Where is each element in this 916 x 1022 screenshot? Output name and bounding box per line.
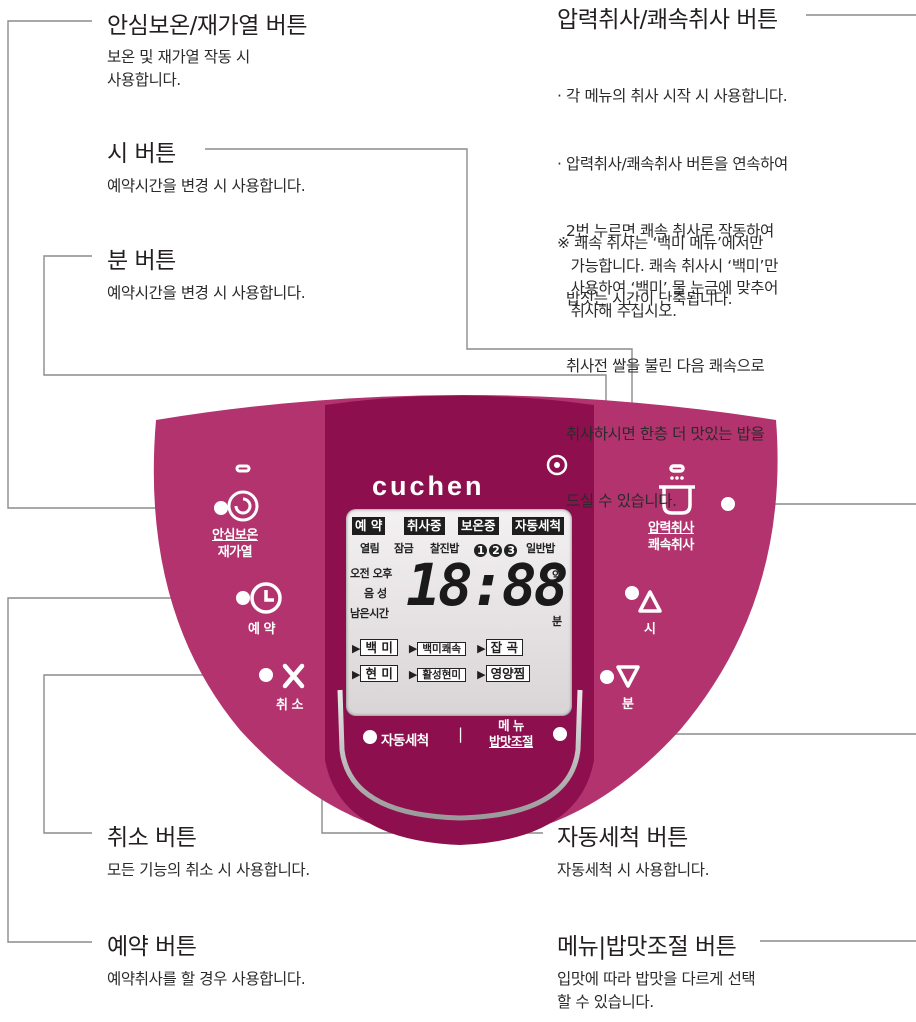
lcd-lock: 잠금	[394, 542, 414, 555]
down-triangle-icon	[616, 665, 640, 688]
cancel-desc-1: 모든 기능의 취소 시 사용합니다.	[107, 861, 310, 879]
panel-bezel	[337, 689, 583, 821]
hour-title: 시 버튼	[107, 141, 176, 167]
pressure-note-3: 사용하여 ‘백미’ 물 눈금에 맞추어	[557, 279, 779, 297]
cancel-title: 취소 버튼	[107, 825, 197, 851]
line-cancel	[43, 674, 266, 834]
taste-2: 2	[489, 544, 503, 557]
line-safe-warm	[7, 20, 220, 509]
autoclean-desc-1: 자동세척 시 사용합니다.	[557, 861, 710, 879]
separator: |	[458, 725, 463, 743]
lcd-sticky: 찰진밥	[430, 542, 459, 555]
lcd-tag-cooking: 취사중	[404, 517, 445, 535]
pressure-desc-2: · 압력취사/쾌속취사 버튼을 연속하여	[557, 154, 788, 173]
safe-warm-title: 안심보온/재가열 버튼	[107, 13, 308, 39]
lcd-remaining: 남은시간	[350, 607, 389, 620]
lcd-normal: 일반밥	[526, 542, 555, 555]
safe-warm-desc: 보온 및 재가열 작동 시 사용합니다.	[107, 46, 250, 91]
lcd-menu-white-fast: 백미쾌속	[417, 642, 467, 656]
safe-warm-label-1: 안심보온	[212, 528, 258, 543]
up-triangle-icon	[638, 590, 662, 613]
lcd-ampm: 오전 오후	[350, 567, 392, 580]
pressure-note-2: 가능합니다. 쾌속 취사시 ‘백미’만	[557, 256, 779, 275]
autoclean-dot	[363, 730, 377, 744]
pressure-title: 압력취사/쾌속취사 버튼	[557, 7, 778, 33]
lcd-menu-steam: 영양찜	[485, 665, 531, 682]
lcd-tag-reserve: 예 약	[352, 517, 386, 535]
brand-flower-icon	[546, 454, 568, 476]
reserve-title: 예약 버튼	[107, 934, 197, 960]
menu-label[interactable]: 메 뉴 밥맛조절	[489, 718, 534, 750]
safe-warm-icon	[227, 464, 259, 522]
safe-warm-label[interactable]: 안심보온 재가열	[212, 527, 258, 561]
lcd-open: 열림	[360, 542, 380, 555]
lcd-tag-autoclean: 자동세척	[512, 517, 565, 535]
menu-label-1: 메 뉴	[498, 718, 524, 733]
autoclean-label[interactable]: 자동세척	[381, 733, 429, 749]
hour-desc-1: 예약시간을 변경 시 사용합니다.	[107, 177, 306, 195]
cancel-label[interactable]: 취 소	[276, 698, 303, 713]
lcd-menu-white: 백 미	[360, 639, 398, 656]
menu-desc-2: 할 수 있습니다.	[557, 992, 654, 1011]
autoclean-desc: 자동세척 시 사용합니다.	[557, 859, 710, 882]
lcd-menu-row1: ▶백 미 ▶백미쾌속 ▶잡 곡	[352, 637, 523, 658]
lcd-menu-active-brown: 활성현미	[417, 668, 467, 682]
pressure-desc-1: · 각 메뉴의 취사 시작 시 사용합니다.	[557, 87, 788, 105]
pressure-desc-5: 취사전 쌀을 불린 다음 쾌속으로	[557, 357, 765, 375]
pressure-label-2: 쾌속취사	[648, 538, 694, 553]
minute-desc-1: 예약시간을 변경 시 사용합니다.	[107, 284, 306, 302]
brand-logo: cuchen	[372, 471, 485, 501]
pressure-label-1: 압력취사	[648, 521, 694, 536]
minute-label[interactable]: 분	[622, 697, 634, 712]
reserve-desc-1: 예약취사를 할 경우 사용합니다.	[107, 970, 306, 988]
pressure-desc-4: 밥짓는 시간이 단축됩니다.	[557, 289, 733, 308]
pressure-dot	[721, 497, 735, 511]
safe-warm-dot	[214, 501, 228, 515]
pressure-desc-3: 2번 누르면 쾌속 취사로 작동하여	[557, 222, 774, 240]
lcd-tag-warming: 보온중	[458, 517, 499, 535]
reserve-label[interactable]: 예 약	[248, 622, 275, 637]
pressure-desc-6: 취사하시면 한층 더 맛있는 밥을	[557, 424, 765, 443]
pressure-pot-icon	[659, 464, 695, 515]
lcd-menu-grain: 잡 곡	[485, 639, 523, 656]
hour-label[interactable]: 시	[644, 622, 656, 637]
menu-dot	[553, 727, 567, 741]
pressure-desc: · 각 메뉴의 취사 시작 시 사용합니다. · 압력취사/쾌속취사 버튼을 연…	[557, 40, 788, 535]
lcd-menu-row2: ▶현 미 ▶활성현미 ▶영양찜	[352, 663, 531, 684]
taste-1: 1	[474, 544, 488, 557]
cancel-dot	[259, 668, 273, 682]
autoclean-title: 자동세척 버튼	[557, 825, 688, 851]
pressure-note: ※ 쾌속 취사는 ‘백미 메뉴’에서만 가능합니다. 쾌속 취사시 ‘백미’만 …	[557, 232, 778, 322]
minute-title: 분 버튼	[107, 248, 176, 274]
safe-warm-desc-1: 보온 및 재가열 작동 시	[107, 48, 250, 66]
clock-icon	[250, 582, 282, 614]
safe-warm-desc-2: 사용합니다.	[107, 70, 181, 89]
menu-desc-1: 입맛에 따라 밥맛을 다르게 선택	[557, 970, 756, 988]
line-reserve	[7, 597, 243, 943]
menu-desc: 입맛에 따라 밥맛을 다르게 선택 할 수 있습니다.	[557, 968, 756, 1013]
lcd-approx: 약	[552, 569, 562, 582]
cancel-x-icon	[282, 663, 305, 689]
lcd-digits: 18:88	[406, 551, 569, 619]
minute-desc: 예약시간을 변경 시 사용합니다.	[107, 282, 306, 305]
lcd-min: 분	[552, 615, 562, 628]
menu-label-2: 밥맛조절	[489, 734, 534, 749]
reserve-dot	[236, 591, 250, 605]
safe-warm-label-2: 재가열	[217, 545, 253, 560]
reserve-desc: 예약취사를 할 경우 사용합니다.	[107, 968, 306, 991]
cancel-desc: 모든 기능의 취소 시 사용합니다.	[107, 859, 310, 882]
lcd-voice: 음 성	[364, 587, 387, 600]
taste-3: 3	[504, 544, 518, 557]
hour-dot	[625, 586, 639, 600]
lcd-menu-brown: 현 미	[360, 665, 398, 682]
pressure-label[interactable]: 압력취사 쾌속취사	[648, 520, 694, 554]
pressure-desc-7: 드실 수 있습니다.	[557, 492, 677, 510]
pressure-note-1: ※ 쾌속 취사는 ‘백미 메뉴’에서만	[557, 234, 764, 252]
hour-desc: 예약시간을 변경 시 사용합니다.	[107, 175, 306, 198]
menu-title: 메뉴|밥맛조절 버튼	[557, 934, 737, 960]
pressure-note-4: 취사해 주십시오.	[557, 301, 677, 320]
minute-dot	[600, 670, 614, 684]
